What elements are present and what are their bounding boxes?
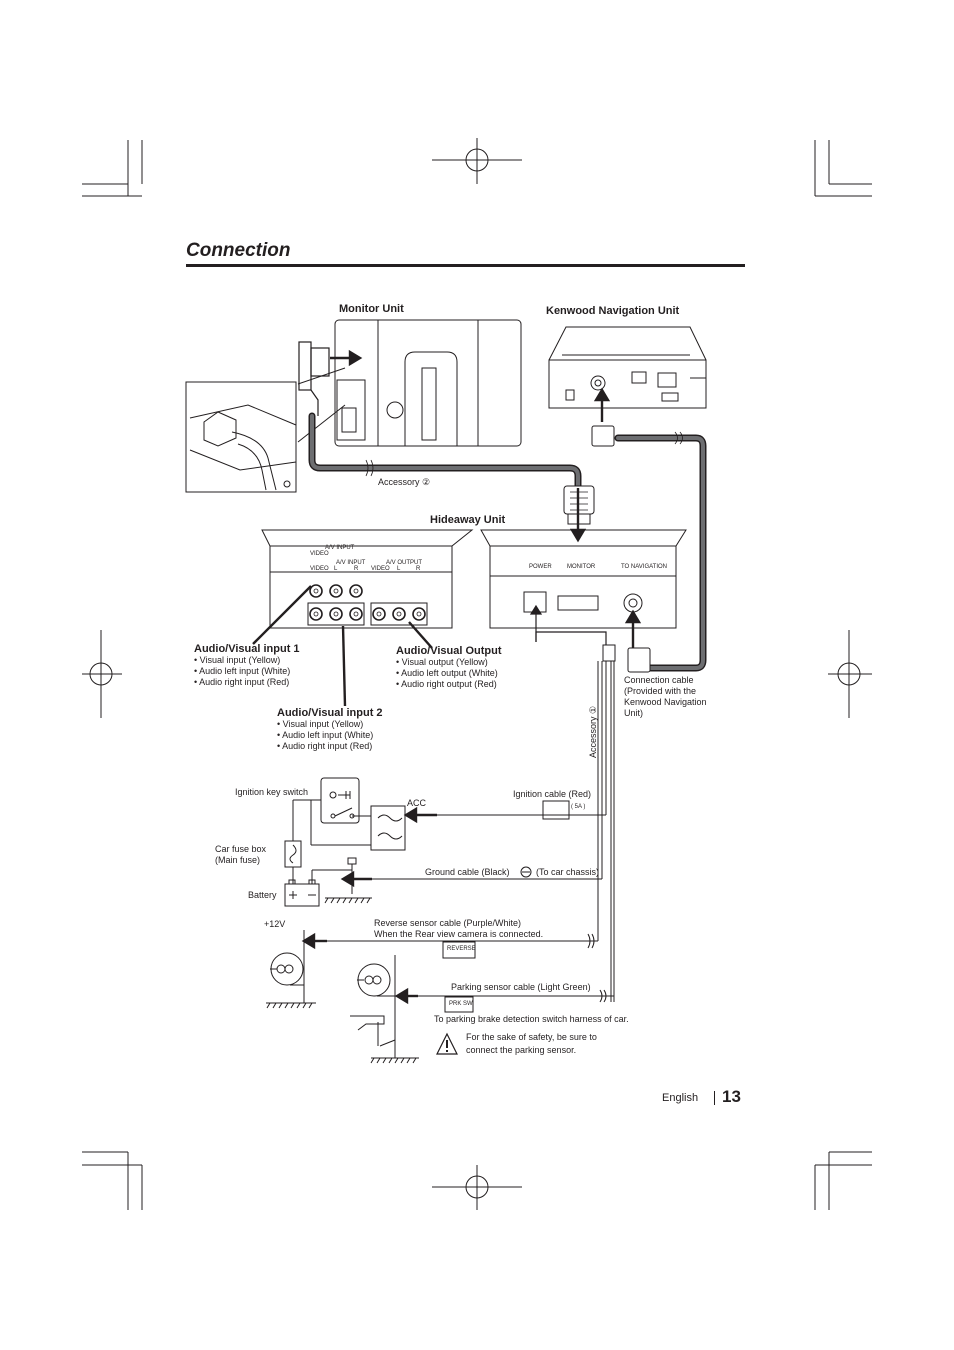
acc-label: ACC	[407, 798, 427, 808]
parking-note-label: To parking brake detection switch harnes…	[434, 1014, 629, 1024]
av-input-2-block: Audio/Visual input 2 • Visual input (Yel…	[277, 707, 383, 752]
av-input-1-title: Audio/Visual input 1	[194, 643, 300, 655]
fuse-rating-label: ( 5A )	[571, 804, 586, 810]
panel-audio-l-2-label: L	[397, 566, 401, 572]
panel-av-input-2-label: A/V INPUT	[336, 560, 366, 566]
accessory-2-label: Accessory ②	[378, 477, 431, 487]
connection-cable-line: Kenwood Navigation	[624, 697, 707, 707]
av-input-1-block: Audio/Visual input 1 • Visual input (Yel…	[194, 643, 300, 688]
panel-audio-r-label: R	[354, 566, 359, 572]
connection-cable-line: (Provided with the	[624, 686, 697, 696]
av-input-2-title: Audio/Visual input 2	[277, 707, 383, 719]
battery-label: Battery	[248, 890, 277, 900]
panel-av-input-label: A/V INPUT	[325, 545, 355, 551]
reverse-tag-label: REVERSE	[447, 946, 476, 952]
av-input-2-item: • Visual input (Yellow)	[277, 719, 364, 729]
navigation-unit-label: Kenwood Navigation Unit	[546, 305, 680, 317]
ground-destination-label: (To car chassis)	[536, 867, 600, 877]
safety-warning-line: For the sake of safety, be sure to	[466, 1032, 597, 1042]
footer-divider	[714, 1091, 715, 1105]
monitor-unit-label: Monitor Unit	[339, 303, 404, 315]
av-output-title: Audio/Visual Output	[396, 645, 502, 657]
fuse-box-label: Car fuse box (Main fuse)	[215, 844, 266, 866]
panel-monitor-label: MONITOR	[567, 564, 596, 570]
inset-detail-drawing	[185, 367, 346, 493]
av-output-item: • Audio left output (White)	[396, 668, 498, 678]
parking-cable-label: Parking sensor cable (Light Green)	[451, 982, 591, 992]
ignition-key-label: Ignition key switch	[235, 787, 309, 797]
plus12v-label: +12V	[264, 919, 286, 929]
connection-cable-note: Connection cable (Provided with the Kenw…	[624, 675, 707, 719]
navigation-unit-drawing	[548, 326, 707, 409]
connection-cable-line: Connection cable	[624, 675, 694, 685]
ignition-cable-label: Ignition cable (Red)	[513, 789, 592, 799]
panel-power-label: POWER	[529, 564, 552, 570]
ground-cable-label: Ground cable (Black)	[425, 867, 510, 877]
fuse-box-line: (Main fuse)	[215, 855, 261, 865]
av-input-2-item: • Audio left input (White)	[277, 730, 374, 740]
panel-video-label: VIDEO	[310, 551, 329, 557]
monitor-unit-drawing	[334, 319, 522, 447]
av-output-item: • Audio right output (Red)	[396, 679, 497, 689]
hideaway-unit-label: Hideaway Unit	[430, 514, 506, 526]
av-input-1-item: • Visual input (Yellow)	[194, 655, 281, 665]
reverse-note-label: When the Rear view camera is connected.	[374, 929, 544, 939]
panel-audio-r-2-label: R	[416, 566, 421, 572]
safety-warning: For the sake of safety, be sure to conne…	[466, 1032, 597, 1056]
accessory-1-label: Accessory ①	[588, 705, 598, 758]
fuse-box-line: Car fuse box	[215, 844, 267, 854]
panel-audio-l-label: L	[334, 566, 338, 572]
reverse-cable-label: Reverse sensor cable (Purple/White)	[374, 918, 522, 928]
parking-tag-label: PRK SW	[449, 1001, 473, 1007]
av-input-1-item: • Audio left input (White)	[194, 666, 291, 676]
av-input-1-item: • Audio right input (Red)	[194, 677, 290, 687]
panel-video-3-label: VIDEO	[371, 566, 390, 572]
connection-cable-line: Unit)	[624, 708, 644, 718]
av-output-block: Audio/Visual Output • Visual output (Yel…	[396, 645, 502, 690]
page-number: 13	[722, 1087, 741, 1106]
av-output-item: • Visual output (Yellow)	[396, 657, 488, 667]
av-input-2-item: • Audio right input (Red)	[277, 741, 373, 751]
title-rule	[186, 264, 745, 267]
page-language: English	[662, 1092, 699, 1104]
panel-to-navigation-label: TO NAVIGATION	[621, 564, 668, 570]
hideaway-av-panel	[261, 529, 474, 629]
panel-av-output-label: A/V OUTPUT	[386, 560, 423, 566]
safety-warning-line: connect the parking sensor.	[466, 1045, 577, 1055]
hideaway-power-panel	[480, 529, 687, 629]
page-title: Connection	[186, 240, 291, 261]
panel-video-2-label: VIDEO	[310, 566, 329, 572]
